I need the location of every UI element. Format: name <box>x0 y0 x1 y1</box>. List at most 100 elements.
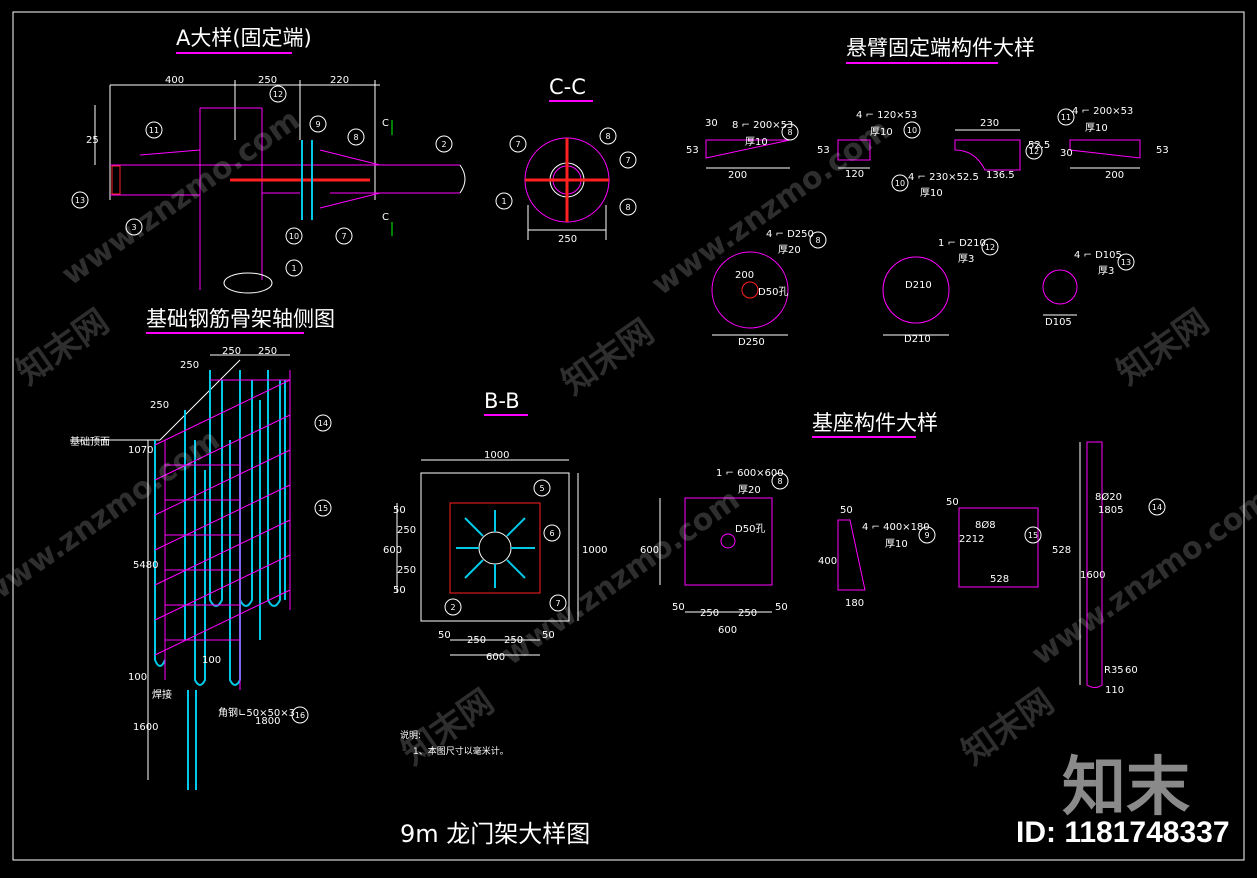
dim-label-cc-250: 250 <box>558 234 578 245</box>
part-tag: 2 <box>435 135 453 153</box>
part-tag: 8 <box>599 127 617 145</box>
section-cc-title: C-C <box>549 75 586 99</box>
part-tag-number: 13 <box>75 196 85 205</box>
part-tag: 13 <box>1117 253 1135 271</box>
part-tag: 7 <box>549 594 567 612</box>
part-tag-number: 10 <box>895 179 905 188</box>
part-tag: 8 <box>809 231 827 249</box>
dim-label-p3-t: 厚10 <box>920 188 943 199</box>
dim-label-p2-spec: 4 ⌐ 120×53 <box>856 110 918 121</box>
part-tag-number: 9 <box>924 531 929 540</box>
dim-label-b8-1600: 1600 <box>1080 570 1106 581</box>
dim-label-p3-spec: 4 ⌐ 230×52.5 <box>908 172 979 183</box>
main-title: 9m 龙门架大样图 <box>400 820 591 848</box>
part-tag-number: 1 <box>291 264 296 273</box>
dim-label-iso-250d: 250 <box>150 400 170 411</box>
part-tag-number: 2 <box>450 603 455 612</box>
dim-label-b7-528: 528 <box>990 574 1010 585</box>
dim-label-b8-60: 60 <box>1125 665 1138 676</box>
part-tag: 9 <box>918 526 936 544</box>
dim-label-b5-spec: 1 ⌐ 600×600 <box>716 468 784 479</box>
dim-label-iso-100: 100 <box>202 655 222 666</box>
base-parts-drawing <box>659 441 1103 688</box>
cantilever-parts-drawing <box>705 139 1141 329</box>
part-tag: 11 <box>145 121 163 139</box>
dim-label-b5-50a: 50 <box>672 602 685 613</box>
dim-label-a-220: 220 <box>330 75 350 86</box>
notes-item-1: 1、本图尺寸以毫米计。 <box>413 747 509 757</box>
part-tag-number: 10 <box>289 232 299 241</box>
dim-label-d1-t: 厚20 <box>778 245 801 256</box>
part-tag-number: 8 <box>605 132 610 141</box>
dim-label-p4-30: 30 <box>1060 148 1073 159</box>
part-tag-number: 14 <box>1152 503 1162 512</box>
part-tag-number: 8 <box>625 203 630 212</box>
image-id: ID: 1181748337 <box>1016 816 1230 849</box>
dim-label-a-400: 400 <box>165 75 185 86</box>
detail-a-title: A大样(固定端) <box>176 26 312 50</box>
dim-label-bb-600b: 600 <box>486 652 506 663</box>
dim-label-p3-525: 52.5 <box>1028 140 1051 151</box>
part-tag-number: 7 <box>515 140 520 149</box>
dim-label-p3-1365: 136.5 <box>986 170 1015 181</box>
part-tag: 14 <box>314 414 332 432</box>
part-tag-number: 11 <box>149 126 159 135</box>
section-cc-drawing <box>524 137 610 240</box>
dim-label-p2-120: 120 <box>845 169 865 180</box>
part-tag-number: 15 <box>318 504 328 513</box>
dim-label-d3-t: 厚3 <box>1098 266 1115 277</box>
part-tag: 6 <box>543 524 561 542</box>
rebar-iso-underline <box>146 332 304 334</box>
dim-label-b7-528v: 528 <box>1052 545 1072 556</box>
dim-label-p1-spec: 8 ⌐ 200×53 <box>732 120 794 131</box>
part-tag-number: 9 <box>315 120 320 129</box>
dim-label-b5-d50: D50孔 <box>735 524 766 535</box>
dim-label-b6-spec: 4 ⌐ 400×180 <box>862 522 930 533</box>
dim-label-d1-200: 200 <box>735 270 755 281</box>
dim-label-b8-r: R35 <box>1104 665 1124 676</box>
part-tag: 14 <box>1148 498 1166 516</box>
dim-label-b5-50b: 50 <box>775 602 788 613</box>
section-bb-title: B-B <box>484 389 520 413</box>
dim-label-iso-100b: 100 <box>128 672 148 683</box>
base-parts-title: 基座构件大样 <box>812 411 938 435</box>
dim-label-a-25: 25 <box>86 135 99 146</box>
detail-a-underline <box>176 52 292 54</box>
dim-label-iso-5480: 5480 <box>133 560 159 571</box>
dim-label-weld: 焊接 <box>152 690 172 701</box>
dim-label-c-cut: C <box>382 212 389 223</box>
part-tag: 7 <box>509 135 527 153</box>
dim-label-p3-230: 230 <box>980 118 1000 129</box>
dim-label-b7-spec: 8Ø8 <box>975 520 996 531</box>
drawing-frame <box>12 11 1245 861</box>
part-tag: 7 <box>335 227 353 245</box>
dim-label-c-cut: C <box>382 118 389 129</box>
part-tag-number: 1 <box>501 197 506 206</box>
dim-label-iso-250b: 250 <box>258 346 278 357</box>
dim-label-bb-250b: 250 <box>397 565 417 576</box>
dim-label-b8-1805: 1805 <box>1098 505 1124 516</box>
part-tag-number: 16 <box>295 711 305 720</box>
dim-label-b5-t: 厚20 <box>738 485 761 496</box>
part-tag-number: 5 <box>539 484 544 493</box>
part-tag: 12 <box>981 238 999 256</box>
dim-label-p2-t: 厚10 <box>870 127 893 138</box>
dim-label-b6-400: 400 <box>818 556 838 567</box>
part-tag: 2 <box>444 598 462 616</box>
part-tag: 13 <box>71 191 89 209</box>
part-tag: 10 <box>891 174 909 192</box>
section-bb-underline <box>484 414 528 416</box>
part-tag: 10 <box>903 121 921 139</box>
part-tag: 12 <box>1025 142 1043 160</box>
dim-label-anchor: 角钢∟50×50×3 <box>218 708 295 719</box>
part-tag-number: 13 <box>1121 258 1131 267</box>
dim-label-b7-50: 50 <box>946 497 959 508</box>
dim-label-d3-d105: D105 <box>1045 317 1072 328</box>
part-tag: 11 <box>1057 108 1075 126</box>
brand-logo: 知末 <box>1062 751 1190 825</box>
dim-label-iso-250a: 250 <box>222 346 242 357</box>
dim-label-p4-200: 200 <box>1105 170 1125 181</box>
dim-label-d2-d210: D210 <box>905 280 932 291</box>
